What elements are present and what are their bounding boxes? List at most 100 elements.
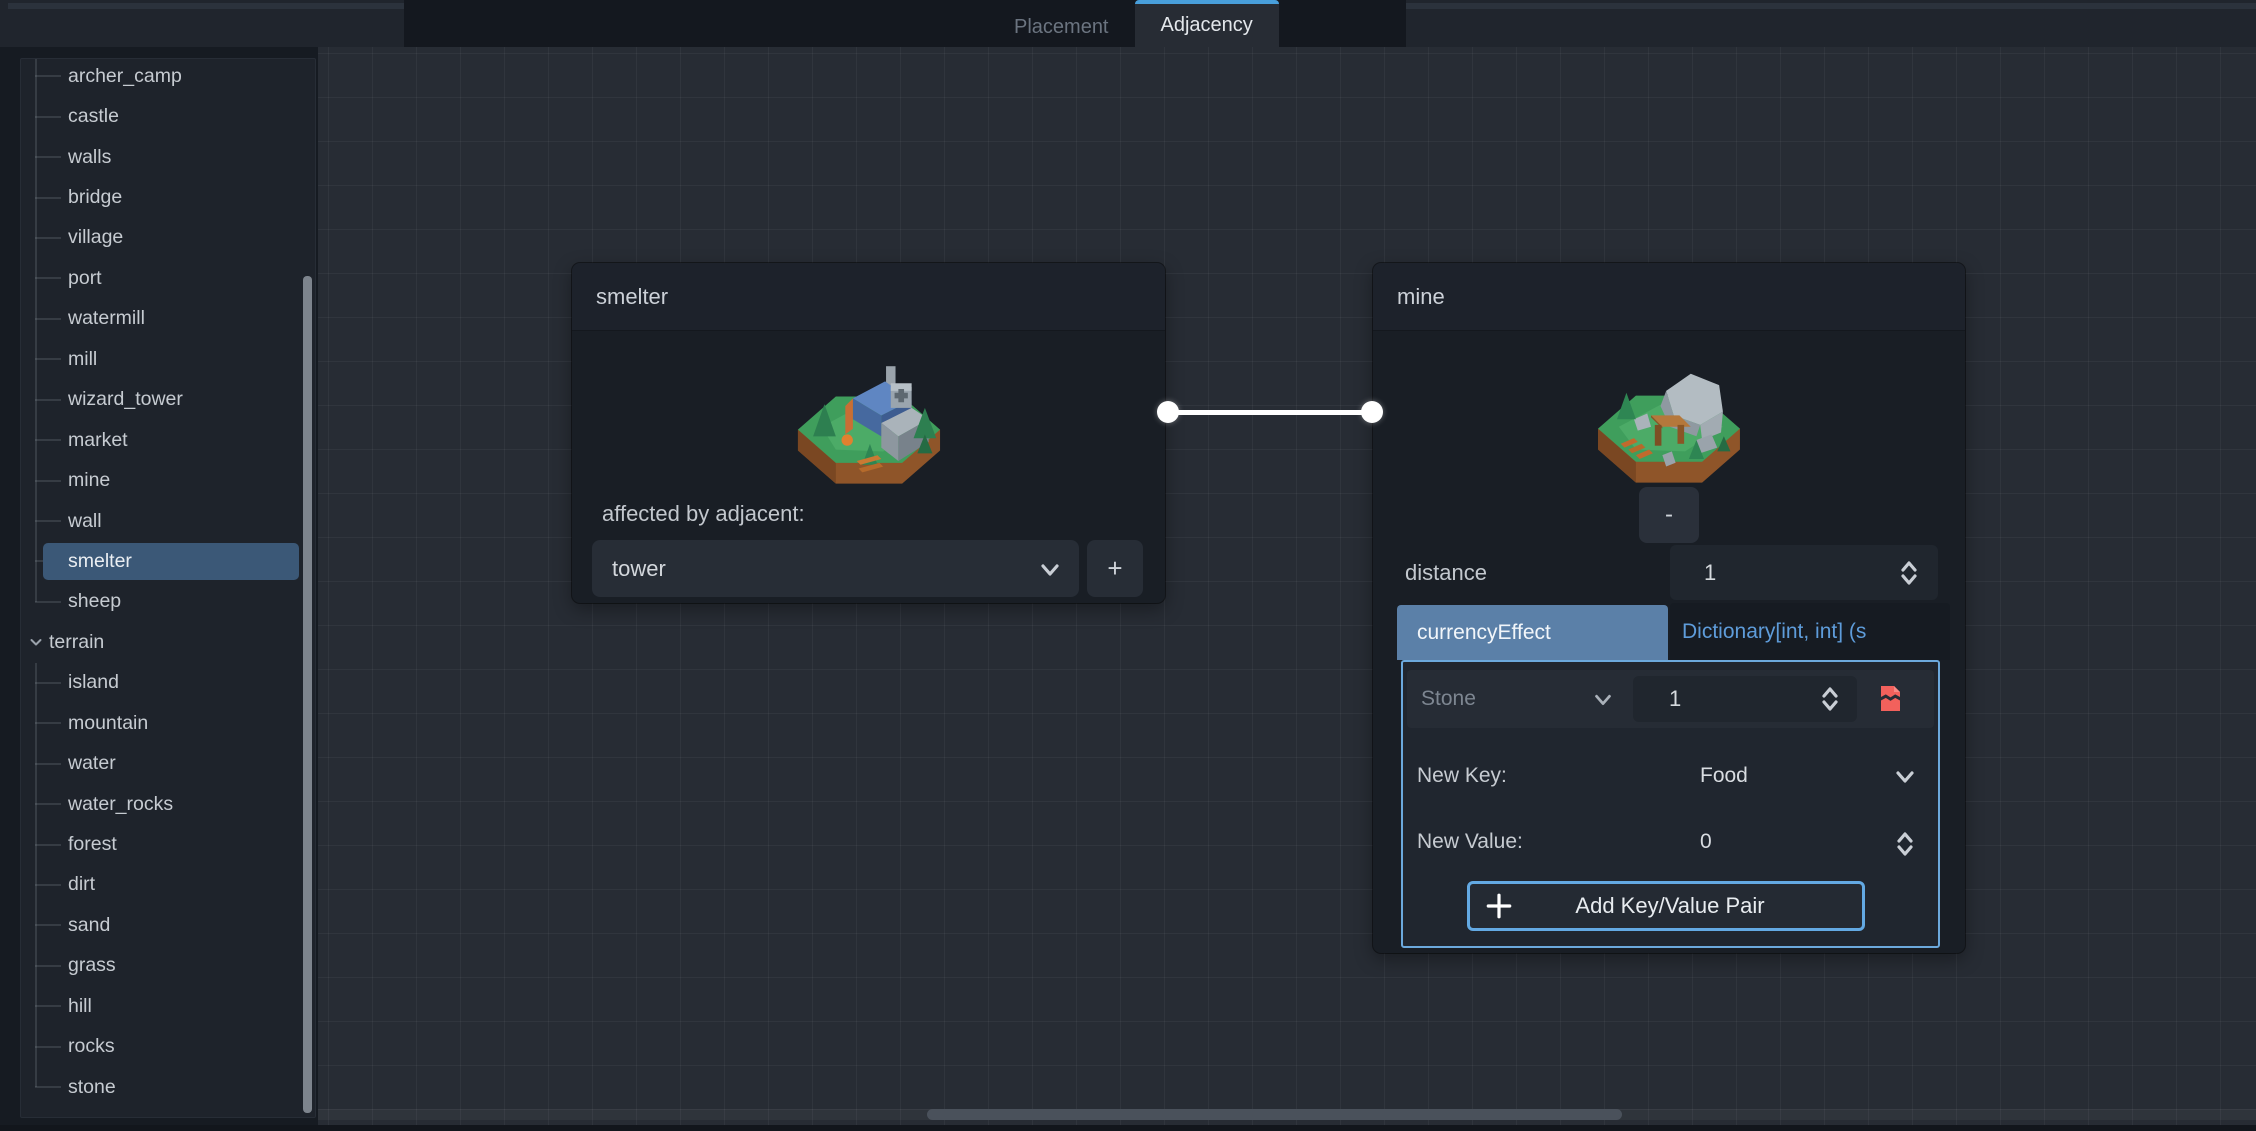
sidebar-item-village[interactable]: village [21, 217, 315, 259]
sidebar-item-port[interactable]: port [21, 258, 315, 299]
sidebar-item-archer_camp[interactable]: archer_camp [21, 59, 315, 97]
graph-editor[interactable]: smelter [318, 47, 2256, 1131]
tree-guide-line [35, 1026, 37, 1067]
remove-distance-button[interactable]: - [1639, 487, 1699, 543]
tree-guide-line [35, 419, 37, 461]
tab-placement[interactable]: Placement [1014, 16, 1109, 38]
currency-effect-property[interactable]: currencyEffect [1397, 605, 1668, 660]
sidebar-item-smelter[interactable]: smelter [21, 541, 315, 582]
tree-guide-line [35, 703, 37, 744]
tree-guide-line [35, 277, 61, 280]
tree-guide-line [35, 986, 37, 1027]
sidebar-item-water[interactable]: water [21, 743, 315, 784]
top-tab-bar: Placement Adjacency [0, 0, 2256, 47]
chevron-down-icon[interactable] [28, 634, 44, 650]
sidebar-item-watermill[interactable]: watermill [21, 298, 315, 340]
sidebar-item-terrain[interactable]: terrain [21, 622, 315, 662]
sidebar-item-water_rocks[interactable]: water_rocks [21, 783, 315, 825]
sidebar-item-market[interactable]: market [21, 419, 315, 461]
tree-guide-line [35, 115, 61, 118]
sidebar-item-label: rocks [68, 1035, 115, 1058]
new-key-row: New Key: Food [1417, 754, 1926, 798]
tab-adjacency[interactable]: Adjacency [1134, 0, 1279, 47]
tree-guide-line [35, 258, 37, 299]
graph-node-mine[interactable]: mine [1373, 263, 1965, 953]
selection-highlight [43, 543, 299, 580]
sidebar-item-sand[interactable]: sand [21, 905, 315, 946]
remove-entry-button[interactable] [1863, 676, 1917, 722]
tree-guide-line [35, 1066, 37, 1088]
tree-guide-line [35, 136, 37, 178]
add-adjacency-button[interactable]: + [1087, 540, 1143, 597]
tree-guide-line [35, 398, 61, 401]
dropdown-value: tower [612, 555, 666, 581]
tree-guide-line [35, 722, 61, 725]
sidebar-item-mountain[interactable]: mountain [21, 703, 315, 744]
tree-guide-line [35, 843, 61, 846]
tree-guide-line [35, 217, 37, 259]
new-key-dropdown[interactable]: Food [1664, 754, 1926, 798]
sidebar-item-dirt[interactable]: dirt [21, 864, 315, 906]
adjacent-type-dropdown[interactable]: tower [592, 540, 1079, 597]
connection-port-in[interactable] [1361, 401, 1383, 423]
tree-guide-line [35, 439, 61, 442]
sidebar-item-walls[interactable]: walls [21, 136, 315, 178]
adjacency-controls-row: tower + [592, 540, 1143, 597]
sidebar-item-label: island [68, 671, 119, 694]
sidebar-item-label: watermill [68, 307, 145, 330]
tree-guide-line [35, 581, 37, 602]
dictionary-property-header: currencyEffect Dictionary[int, int] (s [1373, 603, 1965, 660]
tree-guide-line [35, 298, 37, 340]
tree-guide-line [35, 75, 61, 78]
sidebar-item-label: bridge [68, 186, 123, 209]
sidebar-item-grass[interactable]: grass [21, 945, 315, 987]
new-key-label: New Key: [1417, 764, 1507, 787]
dictionary-type-label[interactable]: Dictionary[int, int] (s [1670, 603, 1950, 660]
add-key-value-pair-button[interactable]: Add Key/Value Pair [1467, 881, 1865, 931]
entry-value-spinbox[interactable]: 1 [1633, 676, 1857, 722]
spinner-updown-icon[interactable] [1892, 829, 1918, 859]
graph-node-smelter[interactable]: smelter [572, 263, 1165, 603]
sidebar-item-label: mine [68, 469, 111, 492]
sidebar-item-label: grass [68, 954, 116, 977]
tree-guide-line [35, 824, 37, 865]
sidebar-item-mill[interactable]: mill [21, 339, 315, 380]
sidebar-item-label: village [68, 226, 124, 249]
distance-row: distance 1 [1405, 545, 1938, 600]
sidebar-item-forest[interactable]: forest [21, 824, 315, 865]
spinner-updown-icon[interactable] [1896, 558, 1922, 588]
sidebar-item-bridge[interactable]: bridge [21, 177, 315, 218]
sidebar-item-stone[interactable]: stone [21, 1066, 315, 1107]
sidebar-item-mine[interactable]: mine [21, 460, 315, 501]
distance-spinbox[interactable]: 1 [1670, 545, 1938, 600]
tree-guide-line [35, 905, 37, 946]
horizontal-scrollbar-thumb[interactable] [927, 1109, 1622, 1120]
chevron-down-icon [1896, 771, 1914, 783]
connection-port-out[interactable] [1157, 401, 1179, 423]
tree-guide-line [35, 762, 61, 765]
sidebar-item-castle[interactable]: castle [21, 96, 315, 137]
sidebar-scrollbar-thumb[interactable] [303, 276, 312, 1113]
sidebar-item-wizard_tower[interactable]: wizard_tower [21, 379, 315, 420]
tree-guide-line [35, 339, 37, 380]
spinner-updown-icon[interactable] [1817, 684, 1843, 714]
sidebar-item-sheep[interactable]: sheep [21, 581, 315, 622]
tree-guide-line [35, 964, 61, 967]
tree-guide-line [35, 177, 37, 218]
tree-guide-line [35, 520, 61, 523]
sidebar-item-wall[interactable]: wall [21, 500, 315, 542]
node-title: smelter [572, 263, 1165, 331]
connection-line[interactable] [1168, 410, 1372, 415]
sidebar-item-island[interactable]: island [21, 662, 315, 703]
entry-key-dropdown[interactable]: Stone [1421, 687, 1625, 711]
sidebar-item-label: water [68, 752, 116, 775]
tree-guide-line [35, 864, 37, 906]
sidebar-item-label: walls [68, 145, 112, 168]
sidebar-item-hill[interactable]: hill [21, 986, 315, 1027]
new-value-spinbox[interactable]: 0 [1664, 820, 1926, 864]
sidebar-item-rocks[interactable]: rocks [21, 1026, 315, 1067]
tree-guide-line [35, 479, 61, 482]
chevron-down-icon [1595, 694, 1611, 705]
